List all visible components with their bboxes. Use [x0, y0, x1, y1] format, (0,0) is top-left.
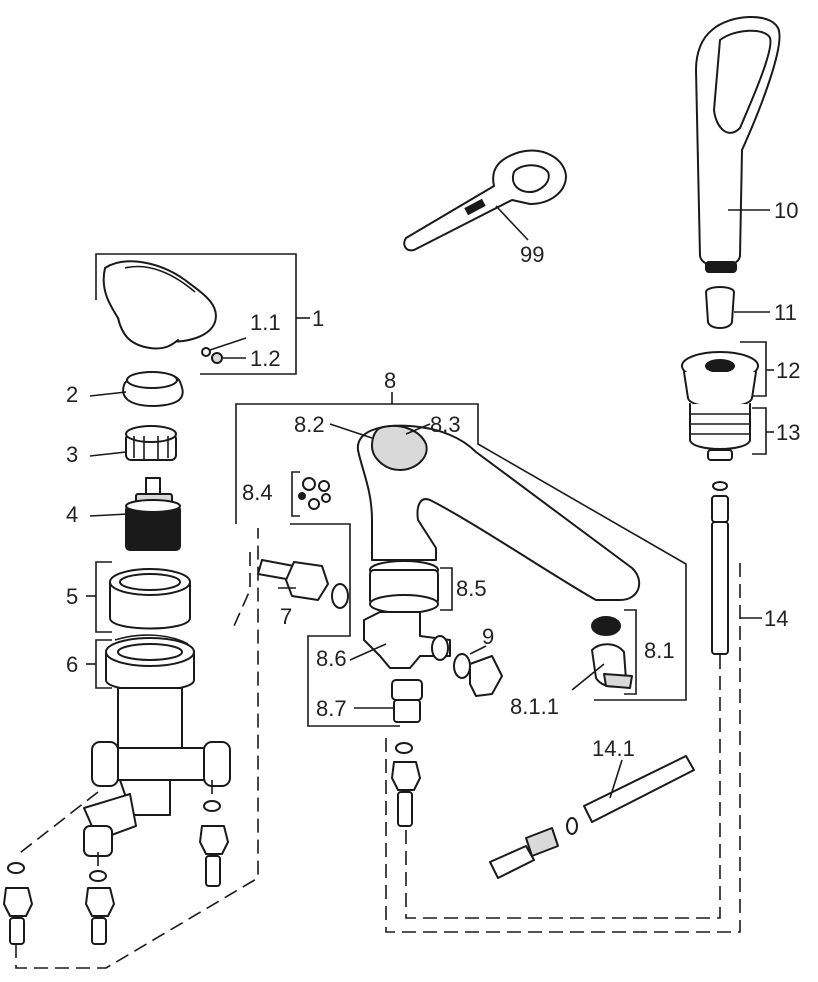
- label-13: 13: [776, 420, 800, 445]
- label-7: 7: [280, 604, 292, 629]
- label-8-2: 8.2: [294, 412, 325, 437]
- label-1-2: 1.2: [250, 346, 281, 371]
- dashed-line-center: [385, 560, 741, 933]
- label-8-3: 8.3: [430, 412, 461, 437]
- bracket-8-5: [440, 567, 453, 611]
- part-12-holder: [681, 351, 759, 408]
- part-3-nut: [125, 425, 177, 461]
- fitting-left-1: [3, 862, 33, 945]
- part-14-hose-rod: [711, 481, 729, 655]
- part-8-6-diverter: [363, 611, 451, 669]
- label-1: 1: [312, 306, 324, 331]
- fitting-left-2: [85, 870, 115, 945]
- part-8-5-base: [369, 560, 439, 614]
- bracket-8-4-inner: [291, 471, 300, 517]
- part-13-body: [689, 403, 751, 461]
- leader-9: [469, 645, 487, 655]
- label-3: 3: [66, 442, 78, 467]
- part-7-connector: [257, 559, 349, 609]
- label-5: 5: [66, 584, 78, 609]
- bracket-12: [740, 341, 767, 397]
- label-14: 14: [764, 606, 788, 631]
- bracket-1: [95, 253, 297, 375]
- part-5-ring: [109, 568, 191, 630]
- label-8-1: 8.1: [644, 638, 675, 663]
- part-14-1-hose-end: [489, 755, 695, 879]
- part-1-handle: [102, 260, 217, 350]
- part-2-cover: [122, 371, 184, 407]
- part-1-2-cap: [211, 352, 223, 364]
- bracket-8: [235, 403, 687, 701]
- label-11: 11: [774, 300, 797, 325]
- label-8-4: 8.4: [242, 480, 273, 505]
- label-14-1: 14.1: [592, 736, 635, 761]
- leader-14-1: [609, 759, 623, 799]
- bracket-13: [752, 407, 767, 455]
- leader-1-1: [209, 337, 247, 351]
- label-1-1: 1.1: [250, 310, 281, 335]
- leader-3: [89, 451, 127, 457]
- leader-8-6: [349, 643, 387, 661]
- label-8: 8: [384, 368, 396, 393]
- part-11-sleeve: [705, 286, 735, 329]
- label-99: 99: [520, 242, 544, 267]
- label-10: 10: [774, 198, 798, 223]
- part-8-1-1-outlet: [591, 643, 633, 689]
- part-10-hand-shower: [695, 16, 781, 273]
- part-8-1-aerator: [591, 616, 621, 636]
- fitting-left-3: [199, 800, 229, 887]
- leader-8-3: [405, 423, 431, 435]
- bracket-5: [95, 561, 112, 633]
- part-9-nut: [453, 653, 503, 697]
- label-8-5: 8.5: [456, 576, 487, 601]
- part-4-cartridge: [125, 477, 181, 551]
- bracket-8-4: [290, 523, 400, 727]
- bracket-8-1: [624, 609, 637, 695]
- leader-8-1-1: [571, 663, 605, 691]
- part-8-7-fitting: [391, 679, 423, 723]
- label-9: 9: [482, 624, 494, 649]
- part-1-1-screw: [201, 347, 211, 357]
- leader-99: [495, 205, 529, 241]
- fitting-center-1: [391, 742, 421, 827]
- part-8-4-small-parts: [298, 477, 331, 510]
- part-99-wrench: [403, 149, 567, 252]
- bracket-7: [233, 552, 251, 627]
- leader-4: [89, 513, 129, 517]
- leader-8-2: [329, 423, 373, 439]
- label-6: 6: [66, 652, 78, 677]
- part-8-spout: [356, 424, 641, 601]
- dashed-line-left-2: [97, 780, 213, 870]
- label-2: 2: [66, 382, 78, 407]
- leader-2: [89, 391, 127, 397]
- dashed-line-left: [15, 528, 259, 969]
- label-4: 4: [66, 502, 78, 527]
- valve-body: [83, 687, 231, 857]
- label-8-6: 8.6: [316, 646, 347, 671]
- label-12: 12: [776, 358, 800, 383]
- dashed-line-center-2: [405, 652, 721, 919]
- label-8-7: 8.7: [316, 696, 347, 721]
- label-8-1-1: 8.1.1: [510, 694, 559, 719]
- part-6-sleeve: [105, 634, 195, 692]
